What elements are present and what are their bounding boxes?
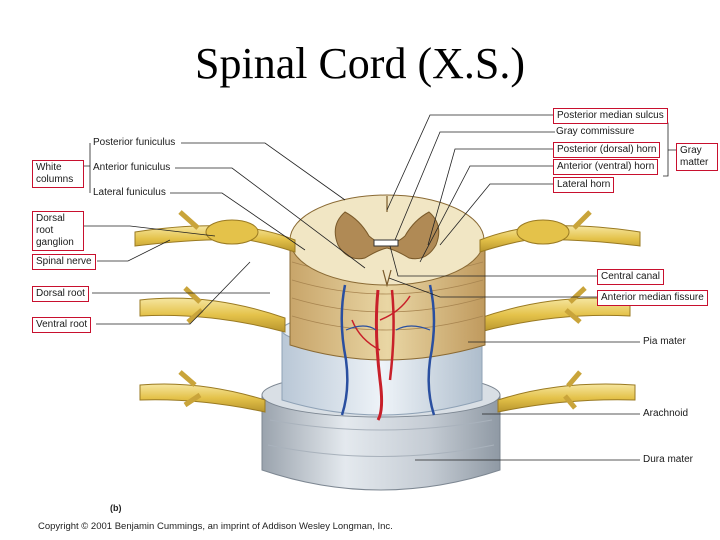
label-posterior-funiculus: Posterior funiculus: [93, 137, 176, 148]
label-ventral-root: Ventral root: [32, 317, 92, 333]
label-lateral-funiculus: Lateral funiculus: [93, 187, 166, 198]
slide-title: Spinal Cord (X.S.): [195, 39, 525, 88]
leader-lines: [80, 114, 678, 461]
upper-spinal-nerves: [134, 210, 641, 253]
label-gray-matter: Gray matter: [676, 143, 718, 171]
label-arachnoid: Arachnoid: [643, 408, 689, 419]
spinal-cord-body: [289, 194, 486, 361]
label-posterior-horn: Posterior (dorsal) horn: [553, 142, 661, 158]
label-pia-mater: Pia mater: [643, 336, 686, 347]
label-white-columns: White columns: [32, 160, 84, 188]
label-spinal-nerve: Spinal nerve: [32, 254, 96, 270]
label-anterior-funiculus: Anterior funiculus: [93, 162, 171, 173]
label-anterior-median-fissure: Anterior median fissure: [597, 290, 708, 306]
panel-label: (b): [110, 503, 122, 513]
label-dorsal-root: Dorsal root: [32, 286, 89, 302]
label-gray-commissure: Gray commissure: [556, 126, 635, 137]
label-anterior-horn: Anterior (ventral) horn: [553, 159, 659, 175]
lower-spinal-nerves: [139, 370, 636, 413]
label-posterior-median-sulcus: Posterior median sulcus: [553, 108, 668, 124]
middle-spinal-nerves: [139, 286, 631, 333]
label-dura-mater: Dura mater: [643, 454, 694, 465]
label-central-canal: Central canal: [597, 269, 664, 285]
copyright-notice: Copyright © 2001 Benjamin Cummings, an i…: [38, 521, 393, 532]
label-dorsal-root-ganglion: Dorsal root ganglion: [32, 211, 84, 251]
label-lateral-horn: Lateral horn: [553, 177, 615, 193]
blood-vessels: [340, 284, 436, 421]
